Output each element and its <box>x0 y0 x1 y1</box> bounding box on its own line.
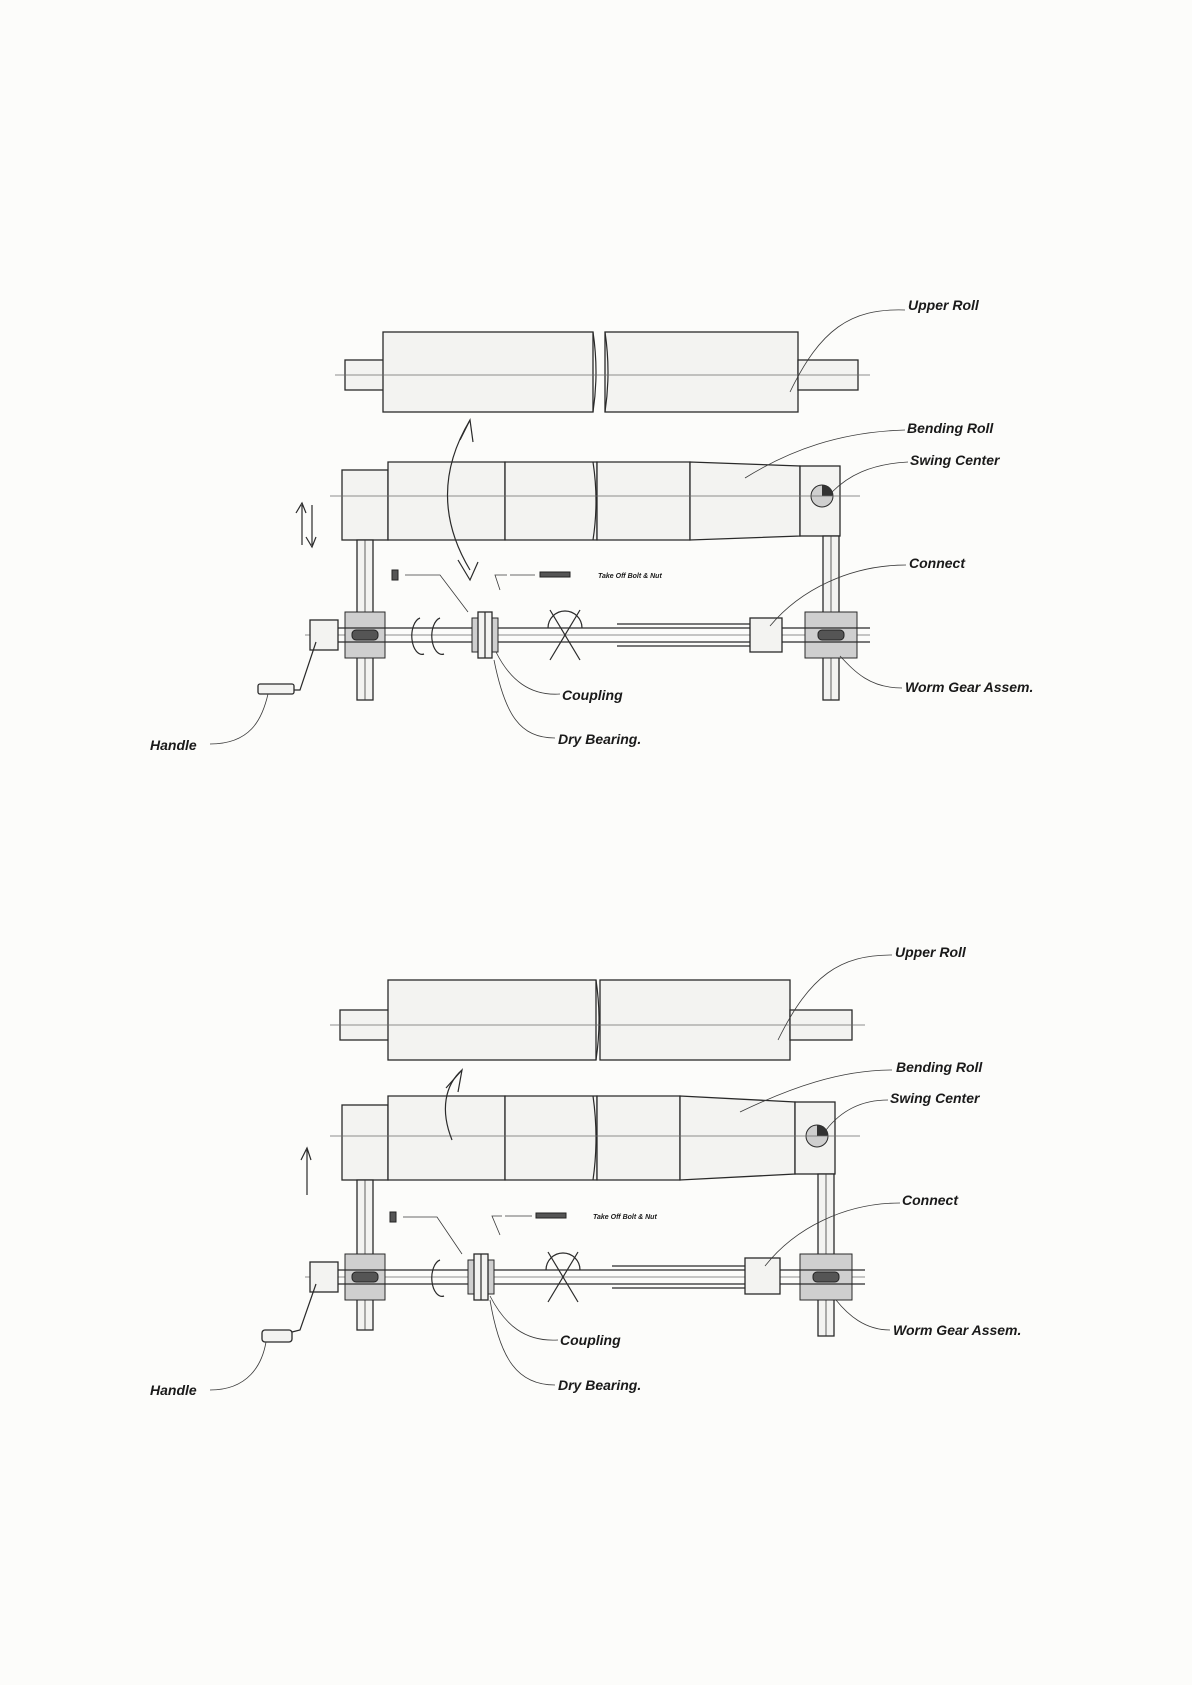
handle <box>262 1262 338 1342</box>
label-bending-roll: Bending Roll <box>896 1059 983 1075</box>
connect-block <box>750 618 782 652</box>
coupling <box>468 1254 494 1300</box>
diagram-2: Upper Roll Bending Roll Swing Center Con… <box>150 944 1021 1398</box>
label-swing-center: Swing Center <box>910 452 1001 468</box>
shaft <box>305 1266 865 1288</box>
rotation-arrow <box>432 1260 444 1296</box>
upper-roll <box>335 332 870 412</box>
label-dry-bearing: Dry Bearing. <box>558 731 641 747</box>
bending-roll <box>330 1096 860 1180</box>
left-worm-gear <box>345 612 385 658</box>
diagram-1: Upper Roll Bending Roll Swing Center Con… <box>150 297 1033 753</box>
label-connect: Connect <box>909 555 966 571</box>
handle <box>258 620 338 694</box>
upper-roll <box>330 980 865 1060</box>
label-swing-center: Swing Center <box>890 1090 981 1106</box>
up-down-arrow-icon <box>296 503 316 547</box>
label-worm-gear: Worm Gear Assem. <box>905 679 1033 695</box>
label-worm-gear: Worm Gear Assem. <box>893 1322 1021 1338</box>
coupling <box>472 612 498 658</box>
label-take-off: Take Off Bolt & Nut <box>598 573 662 580</box>
up-arrow-icon <box>301 1148 311 1195</box>
bending-roll <box>330 462 860 540</box>
label-upper-roll: Upper Roll <box>895 944 967 960</box>
connect-block <box>745 1258 780 1294</box>
label-take-off: Take Off Bolt & Nut <box>593 1214 657 1221</box>
shaft <box>305 624 870 646</box>
rotation-arrows <box>412 618 444 654</box>
left-worm-gear <box>345 1254 385 1300</box>
label-handle: Handle <box>150 1382 197 1398</box>
bolt <box>392 570 570 612</box>
bolt <box>390 1212 566 1254</box>
label-handle: Handle <box>150 737 197 753</box>
label-coupling: Coupling <box>560 1332 621 1348</box>
label-coupling: Coupling <box>562 687 623 703</box>
label-bending-roll: Bending Roll <box>907 420 994 436</box>
label-connect: Connect <box>902 1192 959 1208</box>
label-dry-bearing: Dry Bearing. <box>558 1377 641 1393</box>
label-upper-roll: Upper Roll <box>908 297 980 313</box>
